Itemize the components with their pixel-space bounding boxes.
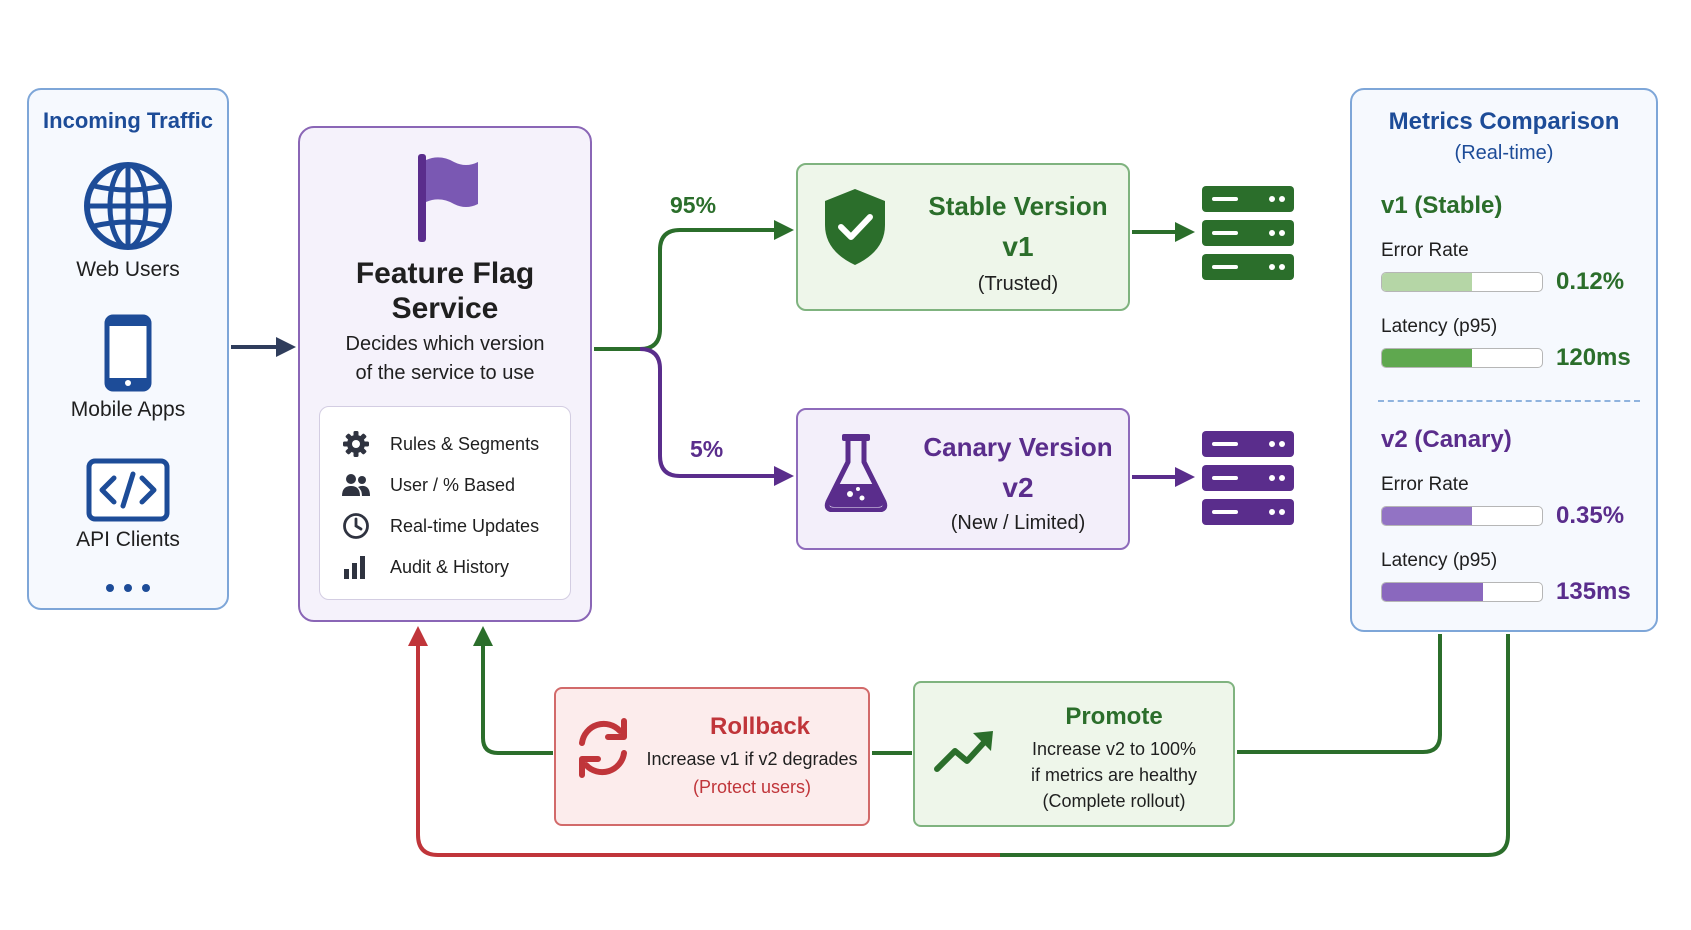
feature-flag-service-panel: Feature Flag Service Decides which versi… [298, 126, 592, 622]
incoming-traffic-title: Incoming Traffic [43, 108, 213, 133]
metrics-title: Metrics Comparison [1388, 108, 1620, 135]
promote-to-flag-arrow [473, 626, 553, 755]
flask-icon [824, 434, 888, 512]
canary-version-box: Canary Version v2 (New / Limited) [796, 408, 1130, 550]
canary-server-stack-icon [1202, 431, 1294, 525]
incoming-traffic-panel: Incoming Traffic Web Users Mobile Apps A… [27, 88, 229, 610]
flag-service-title-line1: Feature Flag [355, 257, 535, 290]
metrics-comparison-panel: Metrics Comparison (Real-time) v1 (Stabl… [1350, 88, 1658, 632]
v1-error-rate-value: 0.12% [1556, 268, 1625, 295]
v1-error-rate-label: Error Rate [1381, 240, 1469, 261]
v2-latency-value: 135ms [1556, 578, 1631, 605]
v1-error-rate-fill [1382, 273, 1472, 291]
v2-error-rate-label: Error Rate [1381, 474, 1469, 495]
bar-chart-icon [344, 556, 365, 579]
promote-line1: Increase v2 to 100% [1031, 739, 1197, 759]
api-clients-item: API Clients [29, 458, 227, 552]
promote-line2: if metrics are healthy [1030, 765, 1198, 785]
trend-up-icon [934, 731, 993, 772]
v2-error-rate-fill [1382, 507, 1472, 525]
v1-latency-fill [1382, 349, 1472, 367]
v1-latency-bar [1381, 348, 1543, 368]
metrics-loop-line-green [1000, 634, 1510, 857]
v1-latency-label: Latency (p95) [1381, 316, 1498, 337]
flag-icon [418, 154, 478, 242]
stable-traffic-percent: 95% [670, 192, 717, 218]
flag-features-list: Rules & Segments User / % Based Real-tim… [319, 406, 571, 600]
v2-error-rate-value: 0.35% [1556, 502, 1625, 529]
stable-server-stack-icon [1202, 186, 1294, 280]
ellipsis-icon [29, 580, 227, 598]
v2-latency-fill [1382, 583, 1483, 601]
rollback-line2: (Protect users) [692, 777, 812, 797]
promote-title: Promote [1065, 703, 1163, 730]
feature-realtime-updates: Real-time Updates [342, 511, 539, 541]
canary-title: Canary Version [923, 432, 1113, 462]
stable-note: (Trusted) [977, 273, 1059, 295]
feature-rules-segments: Rules & Segments [342, 429, 539, 459]
users-icon [342, 474, 370, 496]
shield-check-icon [825, 189, 885, 265]
metrics-to-promote-line [1237, 634, 1442, 754]
api-clients-label: API Clients [76, 528, 180, 551]
metrics-subtitle: (Real-time) [1454, 142, 1554, 164]
flag-service-desc-line1: Decides which version [345, 333, 545, 355]
rollback-line1: Increase v1 if v2 degrades [646, 749, 858, 769]
rollback-title: Rollback [709, 713, 811, 740]
web-users-item: Web Users [29, 160, 227, 282]
mobile-apps-label: Mobile Apps [70, 398, 186, 421]
flag-service-title: Feature Flag Service [300, 256, 590, 326]
feature-label: Audit & History [390, 556, 510, 577]
stable-version-number: v1 [1002, 231, 1034, 262]
v1-error-rate-bar [1381, 272, 1543, 292]
flag-service-desc-line2: of the service to use [355, 362, 535, 384]
v1-metrics-heading: v1 (Stable) [1381, 192, 1503, 219]
flag-to-stable-arrow [594, 220, 794, 351]
canary-traffic-percent: 5% [690, 436, 724, 462]
promote-box: Promote Increase v2 to 100% if metrics a… [913, 681, 1235, 827]
v2-latency-label: Latency (p95) [1381, 550, 1498, 571]
v2-metrics-heading: v2 (Canary) [1381, 426, 1512, 453]
canary-version-number: v2 [1002, 472, 1034, 503]
promote-line3: (Complete rollout) [1042, 791, 1186, 811]
v2-latency-bar [1381, 582, 1543, 602]
flag-to-canary-arrow [639, 347, 794, 486]
feature-audit-history: Audit & History [342, 552, 509, 582]
mobile-phone-icon [104, 314, 152, 392]
feature-user-percent: User / % Based [342, 470, 515, 500]
rollback-box: Rollback Increase v1 if v2 degrades (Pro… [554, 687, 870, 826]
flag-service-description: Decides which version of the service to … [300, 330, 590, 388]
stable-version-box: Stable Version v1 (Trusted) [796, 163, 1130, 311]
globe-icon [84, 162, 172, 250]
v2-error-rate-bar [1381, 506, 1543, 526]
code-icon [86, 458, 170, 522]
clock-icon [343, 513, 369, 539]
refresh-arrows-icon [579, 718, 627, 778]
feature-label: Real-time Updates [390, 515, 540, 536]
metrics-divider [1378, 400, 1640, 402]
v1-latency-value: 120ms [1556, 344, 1631, 371]
web-users-label: Web Users [76, 258, 180, 281]
mobile-apps-item: Mobile Apps [29, 314, 227, 422]
feature-label: User / % Based [390, 474, 516, 495]
stable-title: Stable Version [928, 191, 1108, 221]
flag-service-title-line2: Service [391, 292, 499, 325]
rollback-loop-to-flag-arrow [408, 626, 1000, 857]
canary-note: (New / Limited) [950, 512, 1086, 534]
gear-icon [343, 431, 369, 457]
feature-label: Rules & Segments [390, 433, 540, 454]
